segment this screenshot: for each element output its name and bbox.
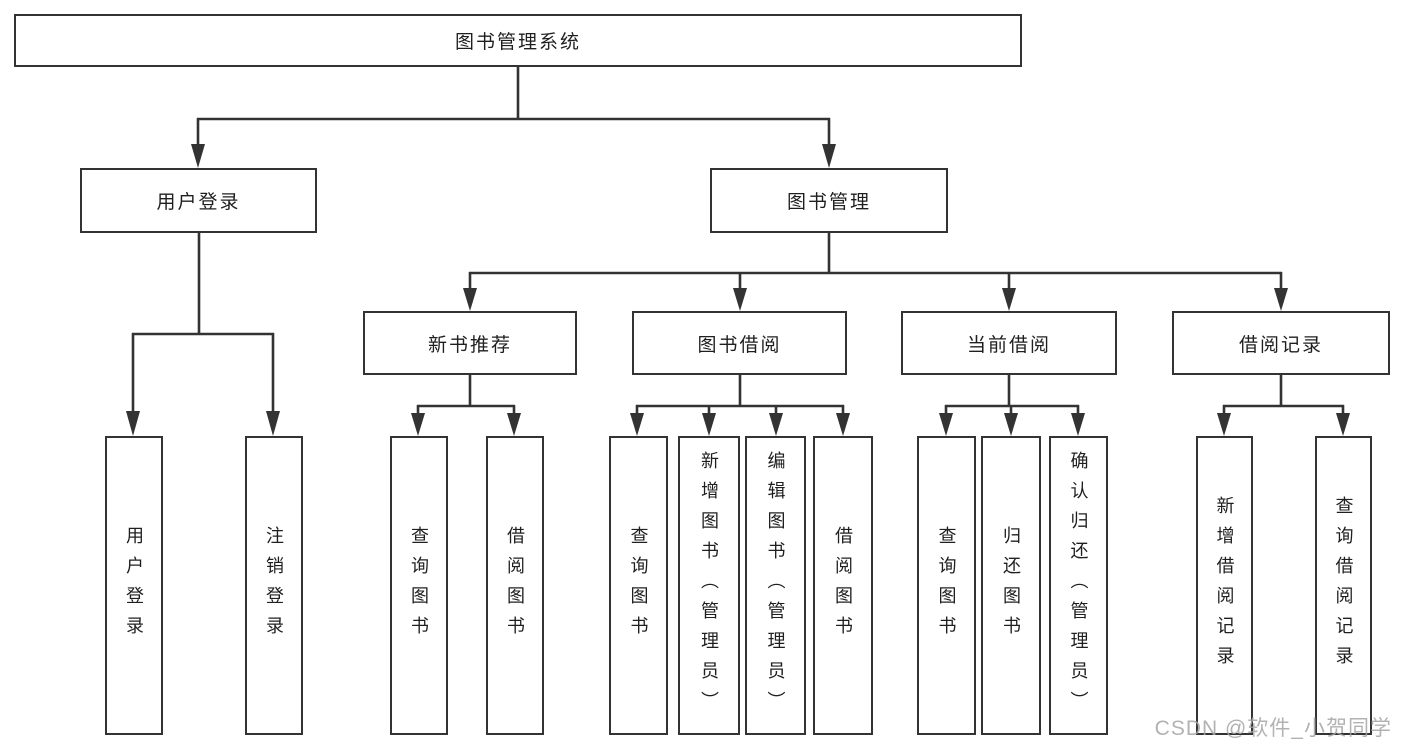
- node-label: 借阅图书: [505, 525, 525, 646]
- connector-root-to-level2: [191, 66, 836, 168]
- node-label: 查询图书: [936, 525, 957, 646]
- arrowhead-icon: [507, 413, 521, 436]
- arrowhead-icon: [939, 413, 953, 436]
- node-new-book-recommend: 新书推荐: [363, 311, 577, 375]
- node-label: 新书推荐: [427, 334, 512, 356]
- leaf-borrow-books: 借阅图书: [813, 436, 873, 735]
- node-label: 归还图书: [1001, 525, 1021, 646]
- leaf-borrow-query-books: 查询图书: [609, 436, 668, 735]
- connector-book-borrow-children: [630, 374, 850, 436]
- node-label: 用户登录: [156, 192, 241, 213]
- arrowhead-icon: [266, 411, 280, 436]
- leaf-edit-books-admin: 编辑图书（管理员）: [745, 436, 806, 735]
- leaf-query-borrow-record: 查询借阅记录: [1315, 436, 1372, 735]
- leaf-return-books: 归还图书: [981, 436, 1041, 735]
- leaf-add-borrow-record: 新增借阅记录: [1196, 436, 1253, 735]
- leaf-add-books-admin: 新增图书（管理员）: [678, 436, 740, 735]
- arrowhead-icon: [822, 144, 836, 168]
- leaf-recommend-borrow-books: 借阅图书: [486, 436, 544, 735]
- arrowhead-icon: [411, 413, 425, 436]
- arrowhead-icon: [836, 413, 850, 436]
- leaf-current-query-books: 查询图书: [917, 436, 976, 735]
- arrowhead-icon: [126, 411, 140, 436]
- node-label: 借阅图书: [833, 525, 853, 646]
- csdn-watermark: CSDN @软件_小贺同学: [1154, 717, 1392, 740]
- arrowhead-icon: [630, 413, 644, 436]
- leaf-confirm-return-admin: 确认归还（管理员）: [1049, 436, 1108, 735]
- node-label: 注销登录: [264, 525, 284, 646]
- connector-current-borrow-children: [939, 374, 1085, 436]
- arrowhead-icon: [1217, 413, 1231, 436]
- node-user-login: 用户登录: [80, 168, 317, 233]
- node-book-management: 图书管理: [710, 168, 948, 233]
- connector-borrow-records-children: [1217, 374, 1350, 436]
- node-label: 借阅记录: [1238, 334, 1323, 356]
- node-label: 图书管理: [786, 192, 871, 213]
- node-label: 查询图书: [409, 525, 429, 646]
- connector-book-management-children: [463, 232, 1288, 311]
- node-label: 查询图书: [628, 525, 649, 646]
- arrowhead-icon: [1336, 413, 1350, 436]
- node-label: 新增借阅记录: [1214, 495, 1235, 676]
- node-label: 编辑图书（管理员）: [765, 450, 786, 721]
- node-borrow-records: 借阅记录: [1172, 311, 1390, 375]
- leaf-logout: 注销登录: [245, 436, 303, 735]
- node-label: 新增图书（管理员）: [699, 450, 719, 721]
- node-label: 图书管理系统: [454, 32, 581, 53]
- arrowhead-icon: [1002, 288, 1016, 311]
- node-label: 查询借阅记录: [1333, 495, 1354, 676]
- connector-new-book-children: [411, 374, 521, 436]
- arrowhead-icon: [702, 413, 716, 436]
- arrowhead-icon: [733, 288, 747, 311]
- leaf-user-login: 用户登录: [105, 436, 163, 735]
- arrowhead-icon: [1004, 413, 1018, 436]
- node-label: 当前借阅: [966, 334, 1051, 356]
- arrowhead-icon: [1274, 288, 1288, 311]
- connector-user-login-children: [126, 232, 280, 436]
- node-label: 图书借阅: [697, 334, 782, 356]
- arrowhead-icon: [463, 288, 477, 311]
- leaf-recommend-query-books: 查询图书: [390, 436, 448, 735]
- node-book-borrow: 图书借阅: [632, 311, 847, 375]
- node-current-borrow: 当前借阅: [901, 311, 1117, 375]
- arrowhead-icon: [1071, 413, 1085, 436]
- node-label: 确认归还（管理员）: [1068, 450, 1089, 721]
- node-root-system: 图书管理系统: [14, 14, 1022, 67]
- arrowhead-icon: [191, 144, 205, 168]
- node-label: 用户登录: [124, 525, 144, 646]
- arrowhead-icon: [769, 413, 783, 436]
